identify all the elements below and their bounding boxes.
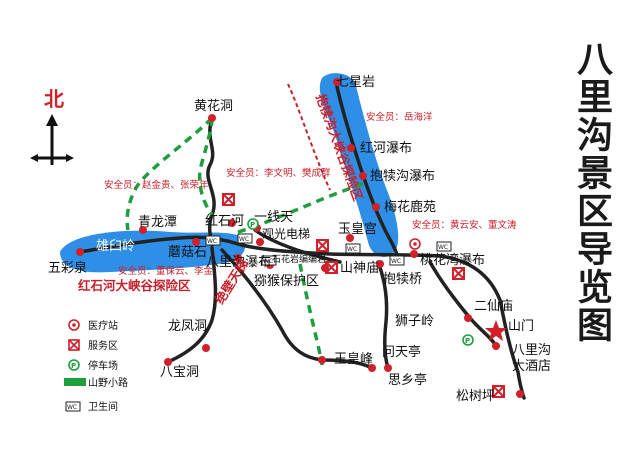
- marker-qinglongtan: [139, 226, 147, 234]
- north-arrow-icon: [30, 114, 74, 165]
- marker-baolougou: [359, 172, 367, 180]
- clinic-icons: [409, 238, 421, 250]
- label-meihualuyuan: 梅花鹿苑: [384, 199, 436, 215]
- legend-parking: 停车场: [88, 359, 118, 372]
- label-xiongjiuling: 雄臼岭: [96, 239, 135, 254]
- label-qixingyan: 七星岩: [336, 75, 375, 90]
- map-title: 八里沟景区导览图: [571, 40, 612, 344]
- svg-text:WC: WC: [263, 258, 273, 265]
- marker-huanghuadong: [208, 114, 216, 122]
- svg-text:WC: WC: [347, 246, 357, 253]
- svg-text:WC: WC: [438, 244, 448, 251]
- label-shizi: 狮子岭: [395, 314, 434, 329]
- label-guanguang: 观光电梯: [262, 227, 310, 241]
- marker-taohuawan: [410, 250, 418, 258]
- svg-text:WC: WC: [391, 258, 401, 265]
- marker-hongheflow: [347, 144, 355, 152]
- marker-wucaiquan: [76, 248, 84, 256]
- label-sixiang: 思乡亭: [388, 372, 427, 388]
- marker-bali: [234, 254, 242, 262]
- label-erxianmiao: 二仙庙: [474, 299, 513, 314]
- svg-text:P: P: [465, 337, 470, 345]
- safety-s5: 安全员：董保云、李金: [118, 265, 214, 277]
- label-huanghuadong: 黄花洞: [194, 98, 233, 114]
- marker-yuhuangfeng: [318, 356, 326, 364]
- zone-border: [287, 83, 331, 191]
- label-yixiantian: 一线天: [254, 210, 293, 225]
- marker-longfengdong: [202, 344, 210, 352]
- safety-s2: 安全员：赵金贵、张荣年: [104, 179, 209, 191]
- svg-text:WC: WC: [207, 238, 217, 245]
- marker-qixingyan: [333, 78, 341, 86]
- label-baolougou-fall: 抱犊沟瀑布: [370, 168, 435, 184]
- marker-meihualuyuan: [372, 203, 380, 211]
- service-icons: [222, 193, 505, 398]
- marker-wentianting: [368, 364, 376, 372]
- safety-s4: 安全员：黄云安、董文涛: [412, 219, 517, 231]
- label-baoluqiao: 抱犊桥: [383, 271, 422, 287]
- marker-babaodong: [164, 358, 172, 366]
- marker-hongshihe: [228, 219, 236, 227]
- marker-sixiangting: [384, 364, 392, 372]
- marker-guanguang: [256, 238, 264, 246]
- label-babao: 八宝洞: [160, 365, 199, 380]
- legend: 医疗站 服务区 P 停车场 山野小路 WC 卫生间: [64, 319, 128, 413]
- label-taohuawan: 桃花湾瀑布: [420, 252, 485, 268]
- marker-mogushi: [192, 238, 200, 246]
- svg-text:P: P: [71, 362, 76, 370]
- safety-s1: 安全员：岳海洋: [366, 111, 433, 123]
- label-shanmen: 山门: [508, 319, 534, 334]
- marker-songshuping: [516, 390, 524, 398]
- marker-baoluqiao: [376, 260, 384, 268]
- toilet-icons: WC WC WC WC WC WC: [205, 233, 452, 266]
- label-wentian: 问天亭: [382, 344, 421, 360]
- label-bali-hotel-2: 大酒店: [512, 359, 551, 374]
- parking-icons: P P: [247, 218, 474, 346]
- label-bali-fall: 八里沟瀑布: [206, 255, 271, 270]
- legend-toilet: 卫生间: [88, 400, 118, 413]
- svg-text:P: P: [250, 221, 255, 229]
- label-mogushi: 蘑菇石: [168, 245, 207, 260]
- marker-bali-hotel: [492, 342, 500, 350]
- label-hongshihe: 红石河: [205, 213, 244, 229]
- legend-service: 服务区: [88, 339, 118, 352]
- label-qinglongtan: 青龙潭: [138, 215, 177, 230]
- marker-yuhuangong: [346, 234, 354, 242]
- label-yuhuangfeng: 玉皇峰: [334, 352, 373, 367]
- legend-clinic: 医疗站: [88, 319, 118, 332]
- label-bali-hotel-1: 八里沟: [512, 343, 551, 358]
- zone-hongshihe: 红石河大峡谷探险区: [78, 278, 191, 293]
- legend-trail: 山野小路: [88, 376, 128, 389]
- label-songshuping: 松树坪: [456, 389, 495, 404]
- svg-text:WC: WC: [67, 404, 77, 411]
- label-shihuayan: 石花岩编编岩: [272, 253, 326, 265]
- marker-erxianmiao: [464, 314, 472, 322]
- shanmen-star-icon: [485, 320, 507, 341]
- label-shishen: 山神庙: [340, 261, 379, 276]
- safety-s3: 安全员：李文明、樊成群: [226, 167, 331, 179]
- label-mihou: 猕猴保护区: [254, 274, 319, 289]
- label-hongheflow: 红河瀑布: [360, 140, 412, 156]
- label-yuhuangong: 玉皇宫: [338, 222, 377, 237]
- svg-text:WC: WC: [239, 236, 249, 243]
- label-wucaiquan: 五彩泉: [48, 260, 87, 276]
- place-markers: [76, 78, 524, 398]
- north-label: 北: [44, 87, 64, 111]
- label-longfeng: 龙凤洞: [168, 319, 207, 334]
